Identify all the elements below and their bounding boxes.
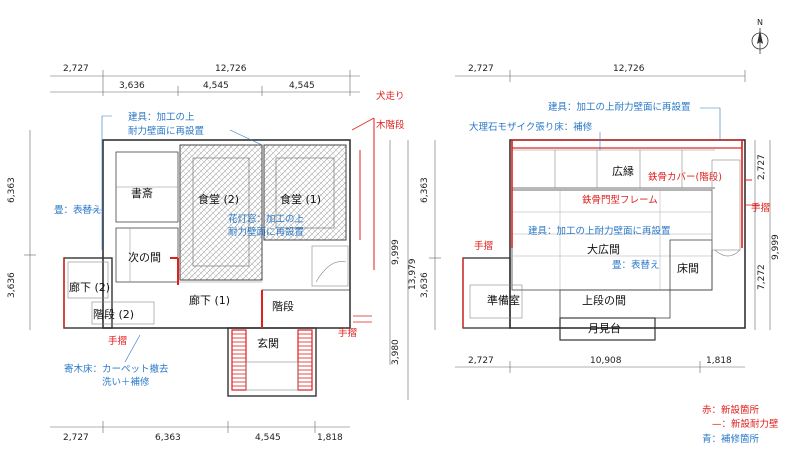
r-dim-right-2: 7,272 [757,264,767,290]
legend-red-new: 赤：新設箇所 [702,404,760,416]
room-shokudo1: 食堂 (1) [280,192,321,206]
dim-right-2: 3,980 [391,339,401,365]
dim-bottom-1: 6,363 [155,433,181,443]
room-daihiroma: 大広間 [587,242,620,256]
dim-top-1: 12,726 [215,64,247,74]
dim-top-2: 3,636 [119,81,145,91]
dim-bottom-0: 2,727 [63,433,89,443]
room-jodannoma: 上段の間 [582,293,626,307]
r-dim-right-0: 2,727 [757,154,767,180]
room-tsuginoma: 次の間 [128,250,161,264]
note-tategu-1: 建具：加工の上 [128,111,195,123]
r-dim-bottom-1: 10,908 [590,356,622,366]
room-hiroen: 広縁 [612,164,634,178]
legend-red-wall: —：新設耐力壁 [712,418,779,430]
dim-right-0: 9,999 [391,239,401,265]
room-shokudo2: 食堂 (2) [198,192,239,206]
dim-right-1: 13,979 [408,258,418,290]
dim-bottom-3: 1,818 [317,433,343,443]
r-note-tesuri-left: 手摺 [474,240,493,252]
room-tsukimidai: 月見台 [588,321,621,335]
dim-left-1: 3,636 [7,272,17,298]
dim-top-3: 4,545 [203,81,229,91]
room-genkan: 玄関 [257,336,279,350]
dim-bottom-2: 4,545 [255,433,281,443]
room-roka1: 廊下 (1) [189,293,230,307]
note-yosegi-1: 寄木床：カーペット撤去 [64,363,169,375]
r-dim-left-0: 6,363 [420,177,430,203]
note-tategu-2: 耐力壁面に再設置 [128,125,204,137]
note-tatami: 畳：表替え [54,204,102,216]
note-inubashiri: 犬走り [376,90,405,102]
r-dim-top-0: 2,727 [468,64,494,74]
dim-top-0: 2,727 [63,64,89,74]
r-dim-right-1: 9,999 [771,234,781,260]
legend: 赤：新設箇所 —：新設耐力壁 青：補修箇所 [702,404,779,445]
north-label: N [757,18,763,27]
r-dim-left-1: 3,636 [420,272,430,298]
room-junbishitsu: 準備室 [487,293,520,307]
r-note-tekkotsu-frame: 鉄骨門型フレーム [582,194,658,206]
r-note-tekkotsu-cover: 鉄骨カバー(階段) [648,171,722,183]
r-dim-top-1: 12,726 [613,64,645,74]
note-tesuri-left: 手摺 [108,335,127,347]
room-roka2: 廊下 (2) [69,280,110,294]
dim-left-0: 6,363 [7,177,17,203]
right-plan: 2,727 12,726 2,727 10,908 1,818 6,363 3,… [420,64,781,373]
room-kaidan2: 階段 (2) [93,307,134,321]
dim-top-4: 4,545 [289,81,315,91]
r-note-dairiseki: 大理石モザイク張り床：補修 [469,121,593,133]
r-note-tatami: 畳：表替え [612,259,660,271]
note-tesuri-right: 手摺 [338,327,357,339]
r-note-tesuri-right: 手摺 [751,202,770,214]
note-katomado-1: 花灯窓：加工の上 [228,213,305,225]
r-note-tategu: 建具：加工の上耐力壁面に再設置 [548,101,691,113]
note-mokukaidan: 木階段 [376,119,405,131]
r-dim-bottom-2: 1,818 [706,356,732,366]
left-plan: 2,727 12,726 3,636 4,545 4,545 2,727 6,3… [7,64,418,443]
note-yosegi-2: 洗い＋補修 [102,376,150,388]
r-note-tategu2: 建具：加工の上耐力壁面に再設置 [528,225,671,237]
legend-blue-repair: 青：補修箇所 [702,433,760,445]
room-shosai: 書斎 [131,186,153,200]
note-katomado-2: 耐力壁面に再設置 [228,226,304,238]
room-kaidan: 階段 [272,299,294,313]
north-arrow-icon [751,28,769,54]
r-dim-bottom-0: 2,727 [468,356,494,366]
room-tokonoma: 床間 [677,261,699,275]
